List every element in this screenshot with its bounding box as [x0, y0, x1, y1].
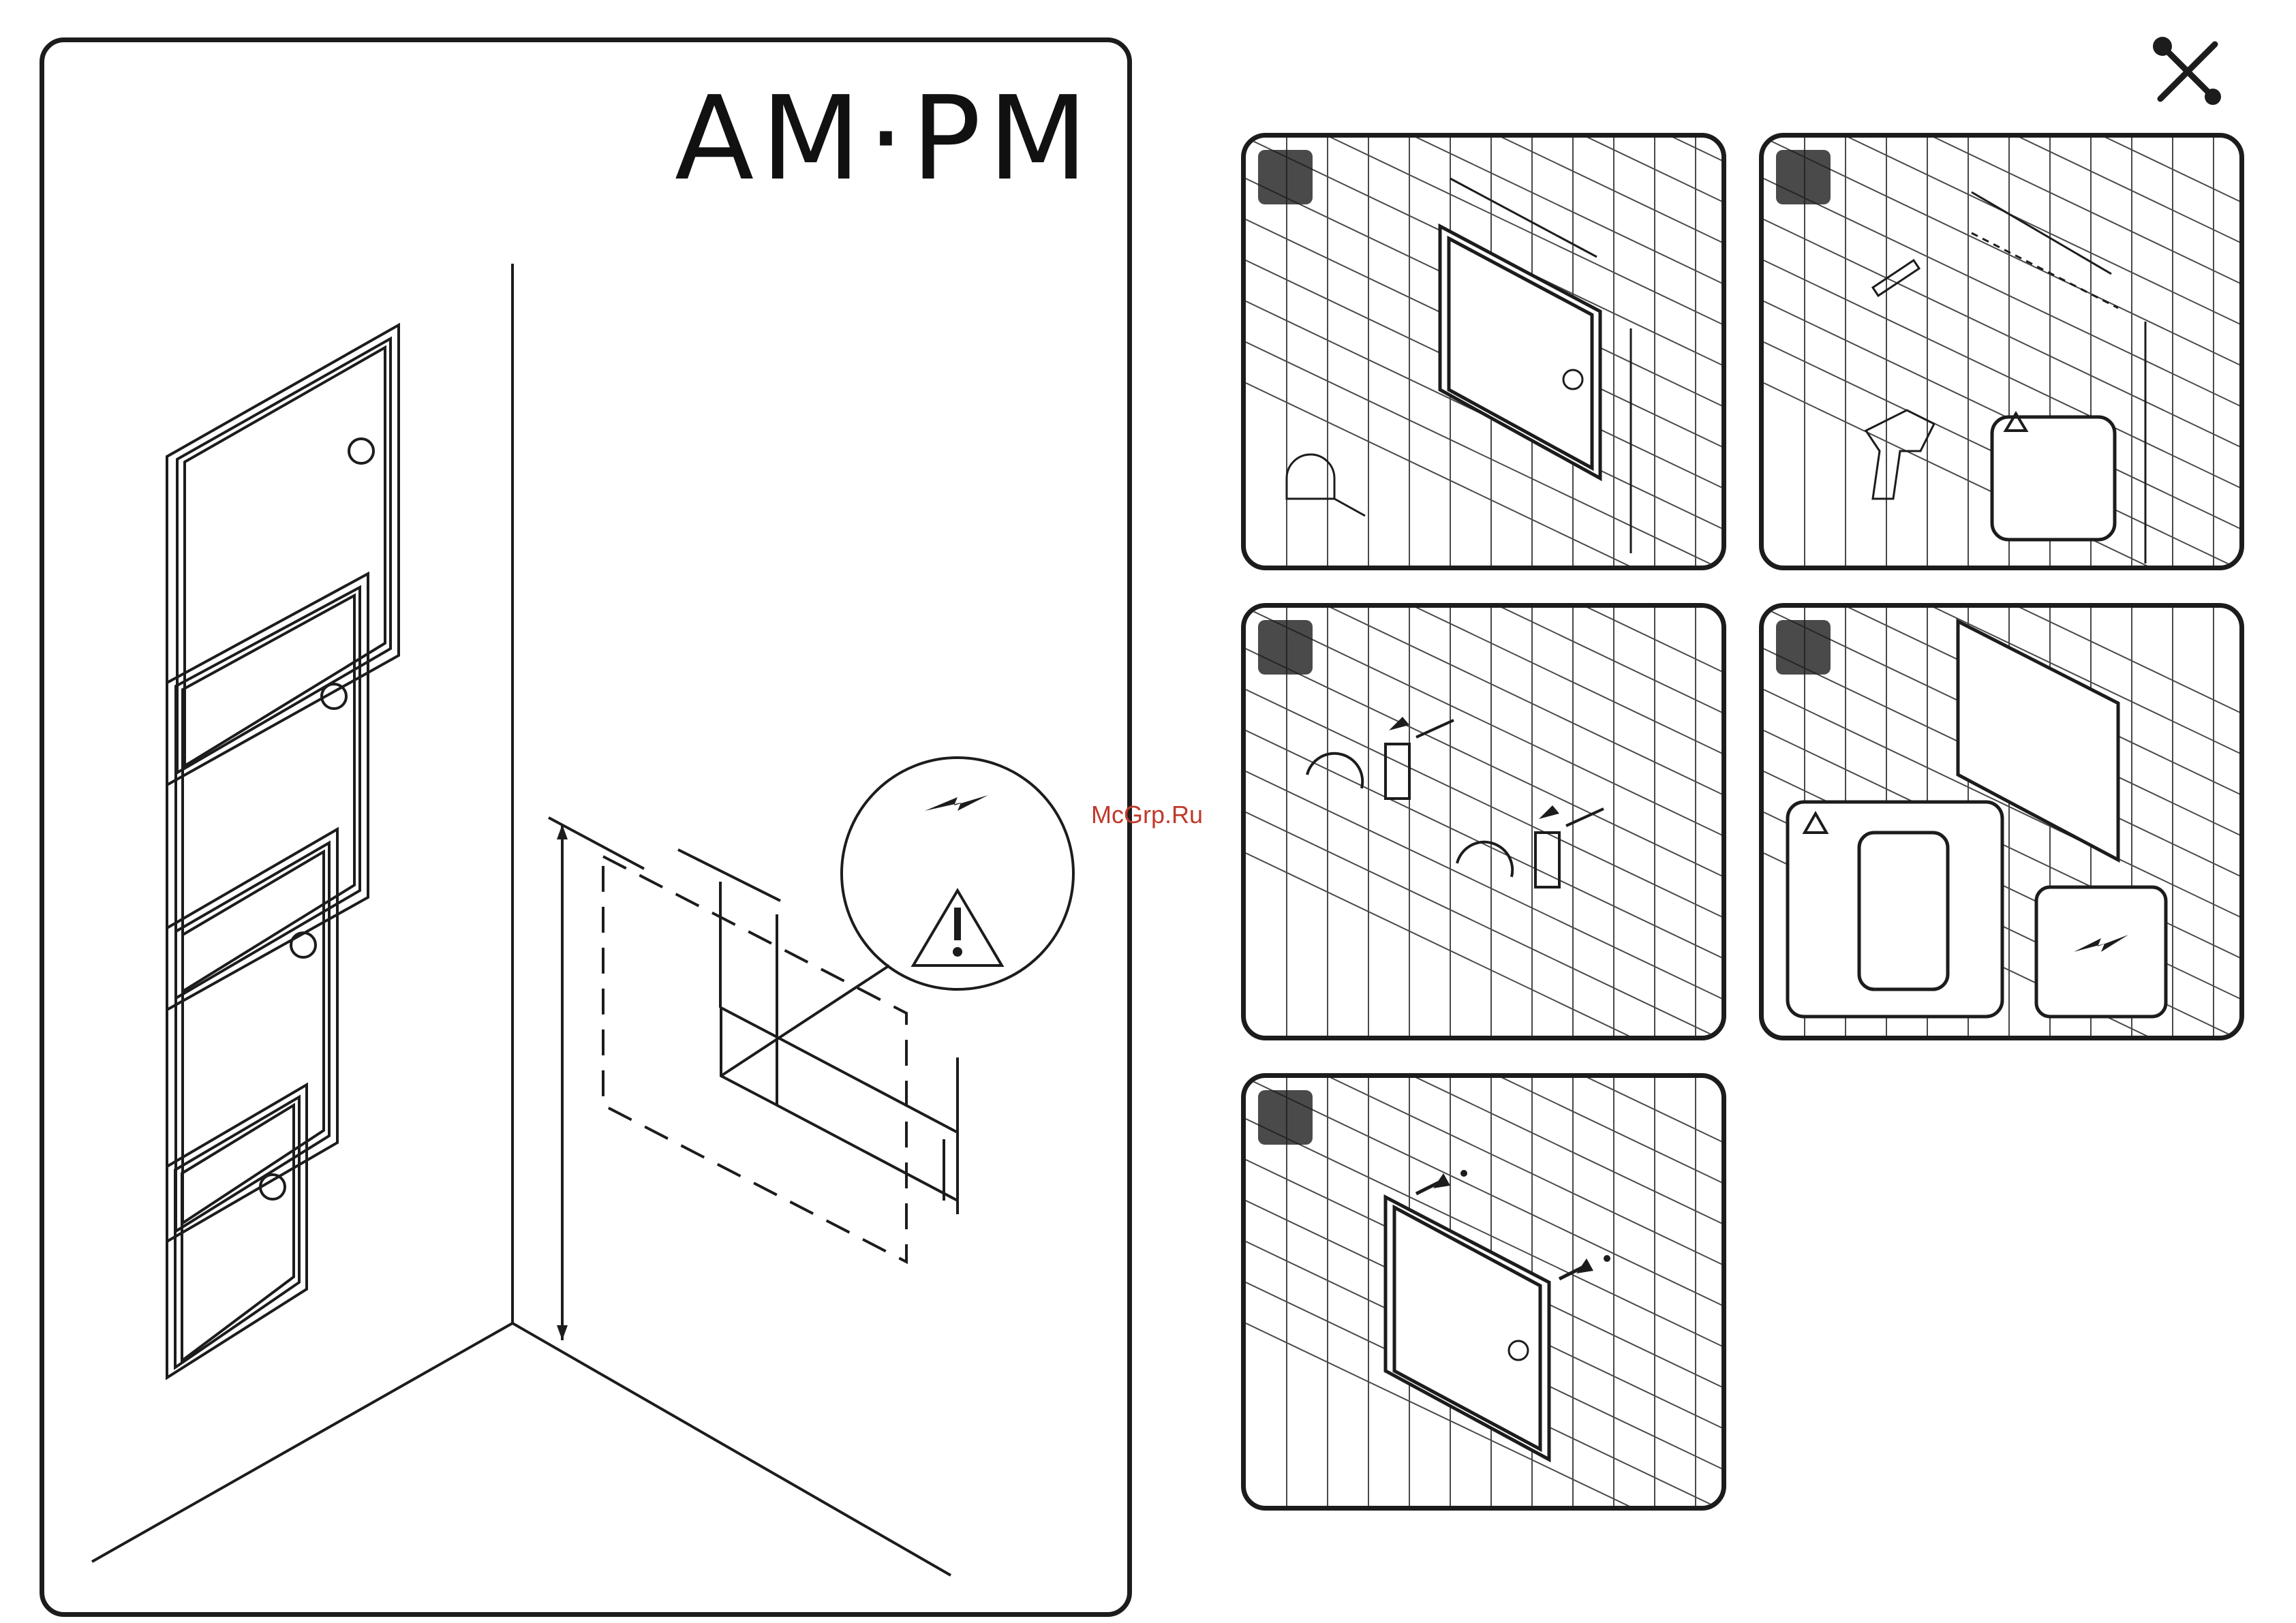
- drill-icon: [1866, 410, 1934, 499]
- mirror-size-4: [167, 1085, 307, 1378]
- step-4-drawing: [1764, 608, 2244, 1040]
- overview-panel: [40, 37, 1132, 1617]
- power-switch-icon: [1859, 833, 1948, 989]
- step-5-drawing: [1246, 1078, 1726, 1511]
- step-2-drawing: [1764, 138, 2244, 570]
- mirror: [1440, 226, 1600, 478]
- step-3-drawing: [1246, 608, 1726, 1040]
- step-3-panel: [1241, 603, 1726, 1040]
- step-2-panel: [1759, 133, 2244, 570]
- step-1-drawing: [1246, 138, 1726, 570]
- step-5-panel: [1241, 1073, 1726, 1511]
- step-1-panel: [1241, 133, 1726, 570]
- mirror-size-3: [167, 829, 337, 1241]
- mirror-size-1: [167, 325, 399, 785]
- warning-inset: [1992, 417, 2115, 540]
- lightning-icon: [925, 795, 988, 811]
- step-4-panel: [1759, 603, 2244, 1040]
- brand-logo: AM·PM: [675, 72, 1095, 206]
- watermark: McGrp.Ru: [1091, 801, 1203, 829]
- overview-drawing: [44, 42, 1132, 1617]
- tools-icon: [2150, 34, 2225, 109]
- mounting-outline: [603, 856, 906, 1262]
